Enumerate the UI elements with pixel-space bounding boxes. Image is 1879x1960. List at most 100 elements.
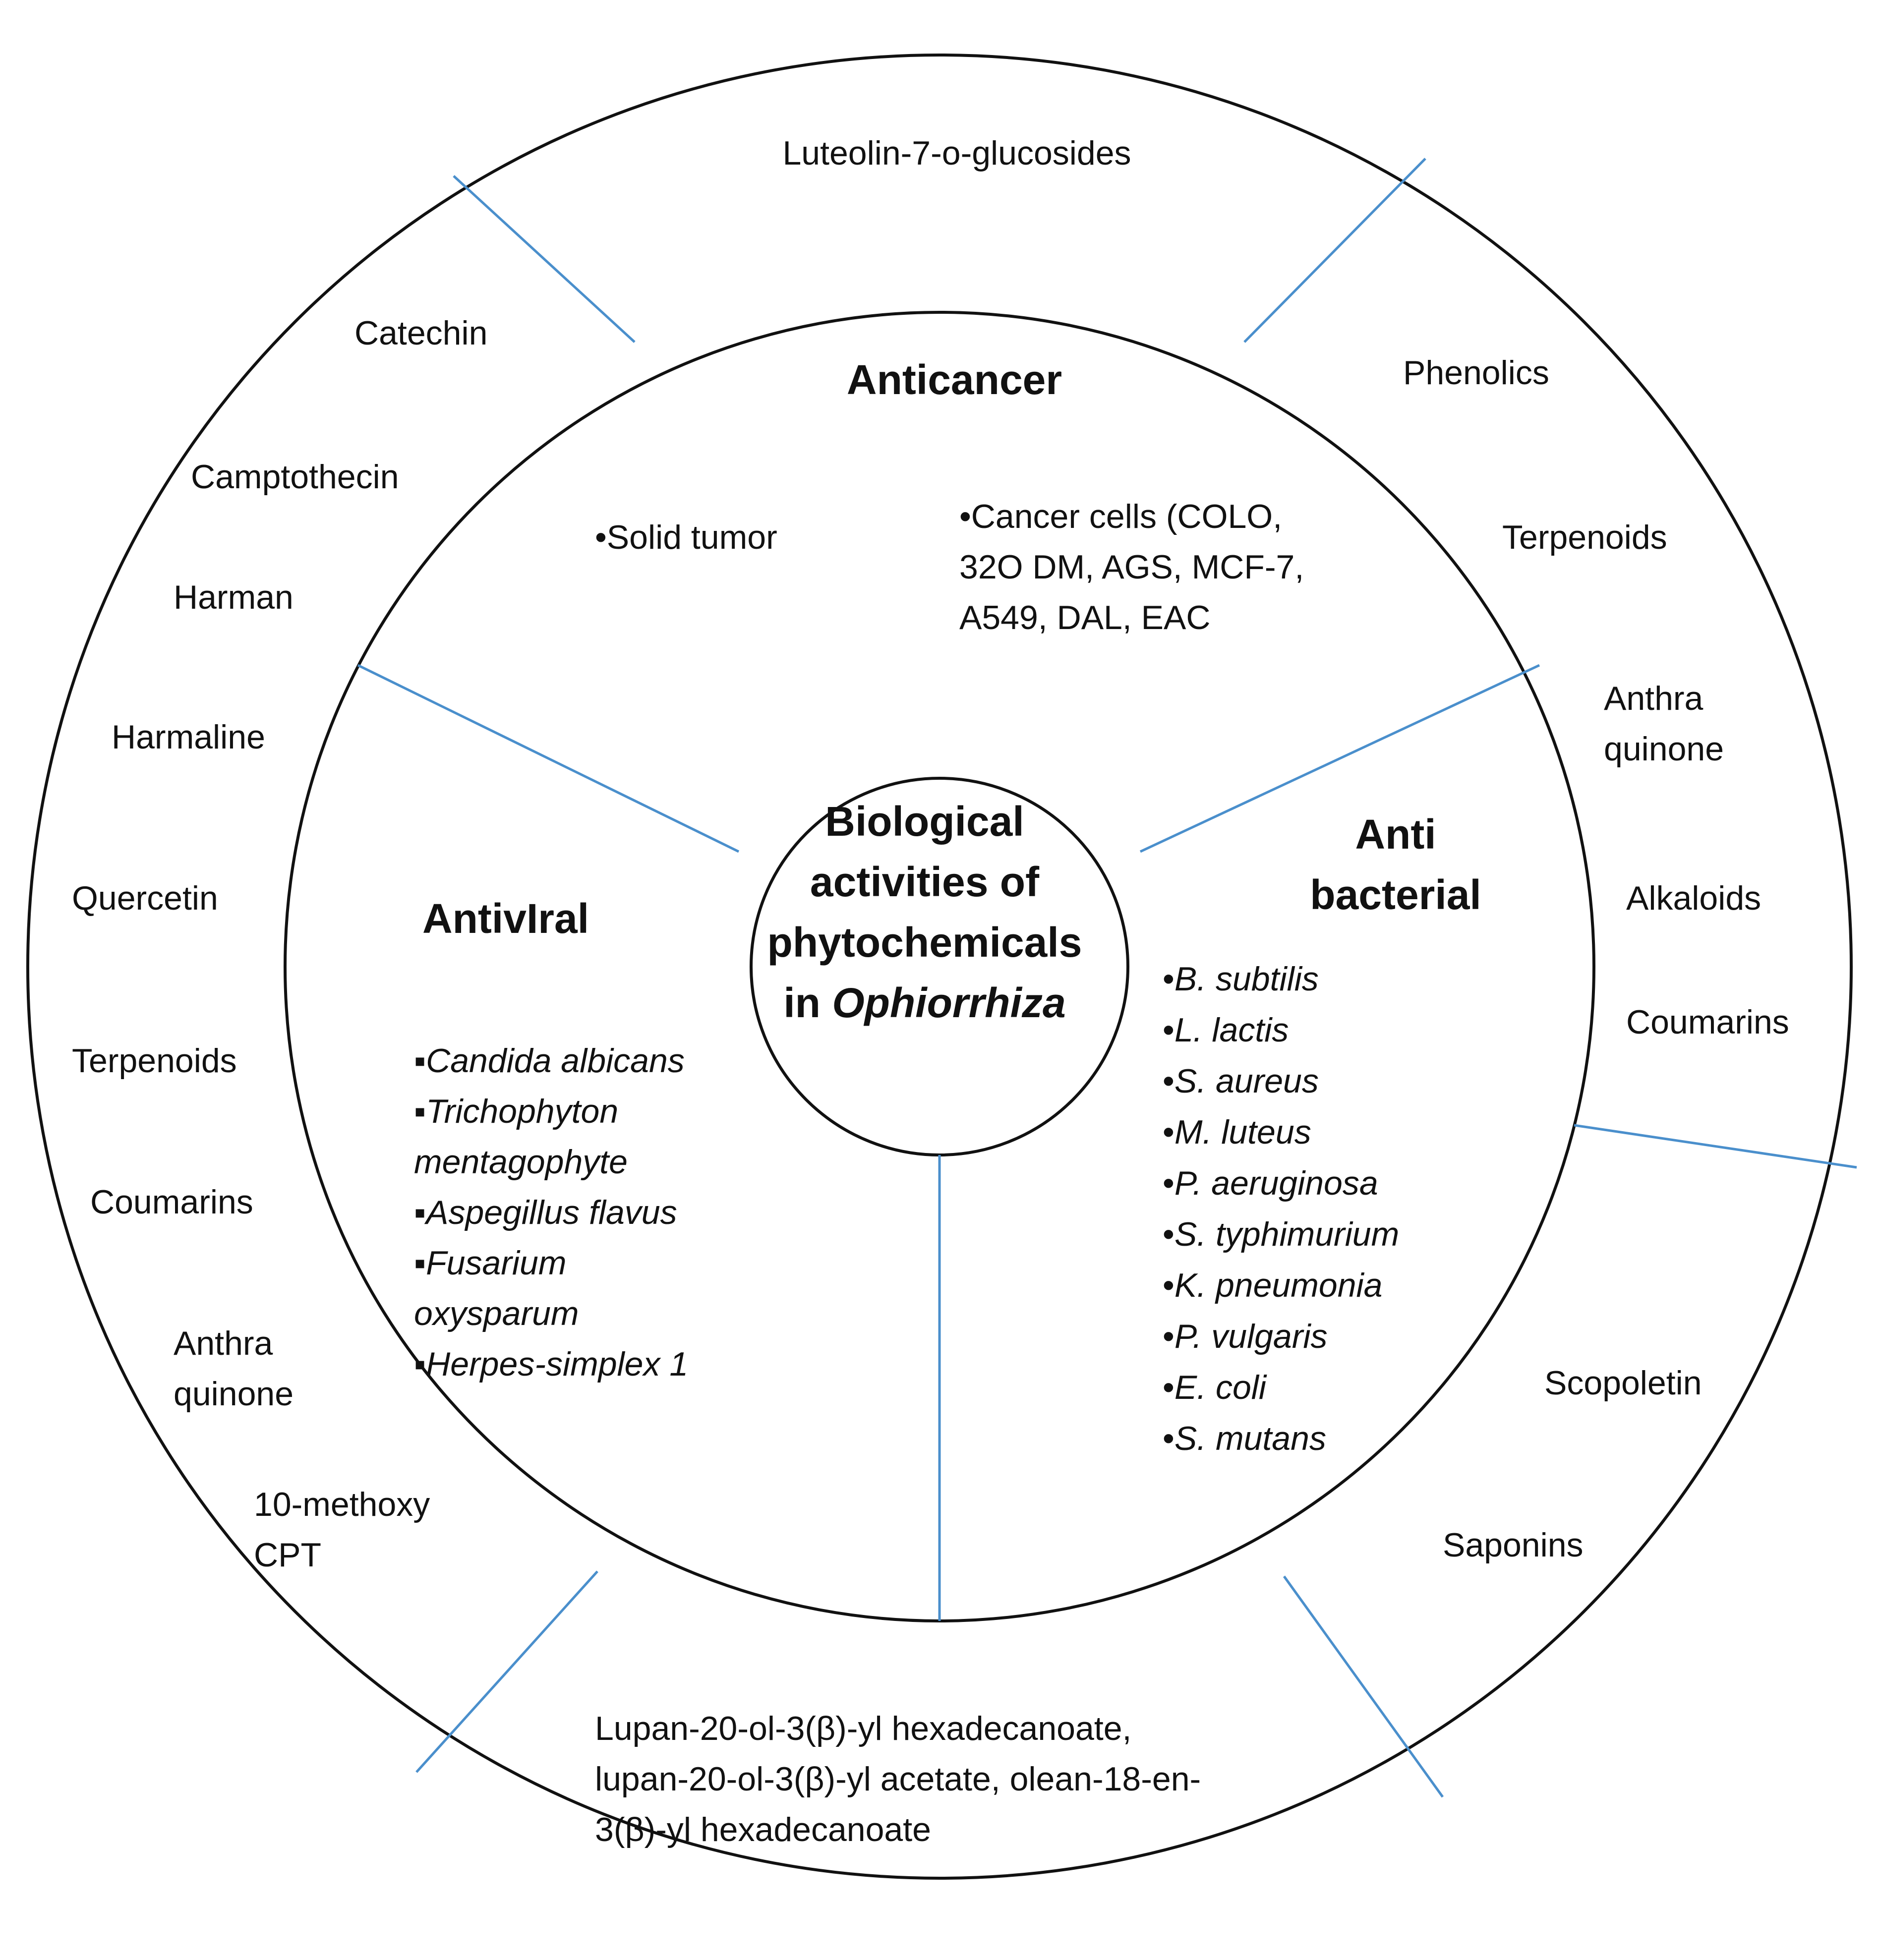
compound-line: lupan-20-ol-3(β)-yl acetate, olean-18-en… (595, 1760, 1201, 1798)
compound: Coumarins (1626, 1003, 1789, 1041)
antiviral-bullet: ▪ (414, 1042, 426, 1080)
compound: Terpenoids (72, 1042, 237, 1080)
outer-dividers (415, 158, 1857, 1798)
compound: Coumarins (90, 1183, 253, 1221)
center-line-2: activities of (810, 859, 1040, 905)
antiviral-item: ▪Trichophyton (414, 1093, 618, 1130)
bacteria-item: •E. coli (1163, 1369, 1267, 1406)
antiviral-item-text: Aspegillus flavus (424, 1194, 677, 1231)
outer-divider-top-right (1243, 158, 1426, 343)
antiviral-item: ▪Candida albicans (414, 1042, 685, 1080)
outer-left-compounds: Catechin Camptothecin Harman Harmaline Q… (72, 314, 487, 1574)
compound: Anthra (1604, 680, 1703, 717)
compound-line: 3(β)-yl hexadecanoate (595, 1811, 931, 1848)
compound: Saponins (1443, 1526, 1584, 1564)
compound: Scopoletin (1544, 1364, 1702, 1402)
antiviral-item: ▪Aspegillus flavus (414, 1194, 677, 1231)
bacteria-bullet: • (1163, 1267, 1174, 1304)
antibacterial-title-line-2: bacterial (1310, 871, 1481, 918)
antiviral-bullet: ▪ (414, 1194, 426, 1231)
bacteria-item: •S. mutans (1163, 1420, 1326, 1457)
outer-divider-bottom-left (415, 1570, 598, 1773)
bacteria-name: L. lactis (1174, 1011, 1289, 1049)
antiviral-sector: AntivIral ▪Candida albicans ▪Trichophyto… (414, 895, 688, 1383)
center-line-3: phytochemicals (767, 919, 1082, 966)
outer-ring (26, 54, 1853, 1880)
center-line-1: Biological (825, 798, 1024, 845)
bacteria-name: S. mutans (1174, 1420, 1326, 1457)
bacteria-bullet: • (1163, 1164, 1174, 1202)
compound: Harman (174, 578, 294, 616)
compound: Camptothecin (191, 458, 399, 496)
bacteria-item: •S. aureus (1163, 1062, 1319, 1100)
bacteria-name: S. typhimurium (1174, 1215, 1399, 1253)
bacteria-bullet: • (1163, 1062, 1174, 1100)
center-title: Biological activities of phytochemicals … (767, 798, 1082, 1026)
outer-right-compounds: Phenolics Terpenoids Anthra quinone Alka… (1403, 354, 1789, 1041)
bacteria-item: •P. aeruginosa (1163, 1164, 1378, 1202)
antiviral-item: ▪Herpes-simplex 1 (414, 1345, 688, 1383)
antiviral-bullet: ▪ (414, 1345, 426, 1383)
antiviral-item-text: Herpes-simplex 1 (426, 1345, 688, 1383)
antiviral-item-text: Trichophyton (426, 1093, 618, 1130)
antiviral-item: ▪Fusarium (414, 1244, 567, 1282)
bacteria-item: •S. typhimurium (1163, 1215, 1399, 1253)
compound: Catechin (354, 314, 487, 352)
bacteria-name: P. aeruginosa (1174, 1164, 1378, 1202)
bacteria-bullet: • (1163, 1113, 1174, 1151)
antibacterial-title-line-1: Anti (1355, 811, 1436, 858)
antibacterial-list: •B. subtilis•L. lactis•S. aureus•M. lute… (1163, 960, 1399, 1457)
bacteria-name: S. aureus (1174, 1062, 1319, 1100)
bacteria-bullet: • (1163, 1215, 1174, 1253)
anticancer-sector: Anticancer •Solid tumor •Cancer cells (C… (595, 356, 1304, 636)
antiviral-item-text: mentagophyte (414, 1143, 628, 1181)
outer-divider-right (1574, 1124, 1857, 1169)
antiviral-item: mentagophyte (414, 1143, 628, 1181)
antiviral-item-text: oxysparum (414, 1295, 579, 1332)
bacteria-bullet: • (1163, 1420, 1174, 1457)
compound-line: Lupan-20-ol-3(β)-yl hexadecanoate, (595, 1710, 1131, 1747)
outer-divider-top-left (453, 175, 636, 343)
compound: quinone (174, 1375, 294, 1413)
compound: Quercetin (72, 879, 218, 917)
outer-bottom-compounds: Lupan-20-ol-3(β)-yl hexadecanoate, lupan… (595, 1710, 1201, 1848)
compound: Terpenoids (1502, 519, 1667, 556)
anticancer-cells-line-3: A549, DAL, EAC (959, 599, 1210, 636)
bacteria-item: •M. luteus (1163, 1113, 1311, 1151)
center-line-4: in Ophiorrhiza (783, 980, 1065, 1026)
anticancer-item-solid-tumor: •Solid tumor (595, 519, 777, 556)
bacteria-bullet: • (1163, 1011, 1174, 1049)
bacteria-bullet: • (1163, 1369, 1174, 1406)
bacteria-name: P. vulgaris (1174, 1318, 1328, 1355)
antiviral-item-text: Candida albicans (426, 1042, 685, 1080)
antiviral-item: oxysparum (414, 1295, 579, 1332)
bacteria-name: K. pneumonia (1174, 1267, 1383, 1304)
compound: Anthra (174, 1325, 273, 1362)
compound: CPT (254, 1536, 321, 1574)
divider-anticancer-antibacterial (1139, 664, 1540, 853)
bacteria-item: •P. vulgaris (1163, 1318, 1328, 1355)
compound: quinone (1604, 730, 1724, 768)
antibacterial-sector: Anti bacterial •B. subtilis•L. lactis•S.… (1163, 811, 1481, 1457)
center-line-4-prefix: in (783, 980, 832, 1026)
compound: Phenolics (1403, 354, 1549, 392)
antiviral-title: AntivIral (422, 895, 589, 942)
bacteria-name: M. luteus (1174, 1113, 1311, 1151)
antiviral-bullet: ▪ (414, 1244, 426, 1282)
anticancer-cells-line-2: 32O DM, AGS, MCF-7, (959, 548, 1304, 586)
center-line-4-genus: Ophiorrhiza (832, 980, 1065, 1026)
anticancer-cells-line-1: •Cancer cells (COLO, (959, 498, 1282, 535)
compound: Harmaline (112, 718, 265, 756)
antiviral-item-text: Fusarium (426, 1244, 566, 1282)
antiviral-bullet: ▪ (414, 1093, 426, 1130)
bacteria-bullet: • (1163, 960, 1174, 998)
bacteria-name: E. coli (1174, 1369, 1267, 1406)
compound: 10-methoxy (254, 1486, 430, 1523)
outer-divider-bottom-right (1283, 1575, 1444, 1798)
compound: Alkaloids (1626, 879, 1761, 917)
divider-anticancer-antiviral (357, 664, 740, 853)
outer-lower-right-compounds: Scopoletin Saponins (1443, 1364, 1702, 1564)
bacteria-name: B. subtilis (1174, 960, 1319, 998)
